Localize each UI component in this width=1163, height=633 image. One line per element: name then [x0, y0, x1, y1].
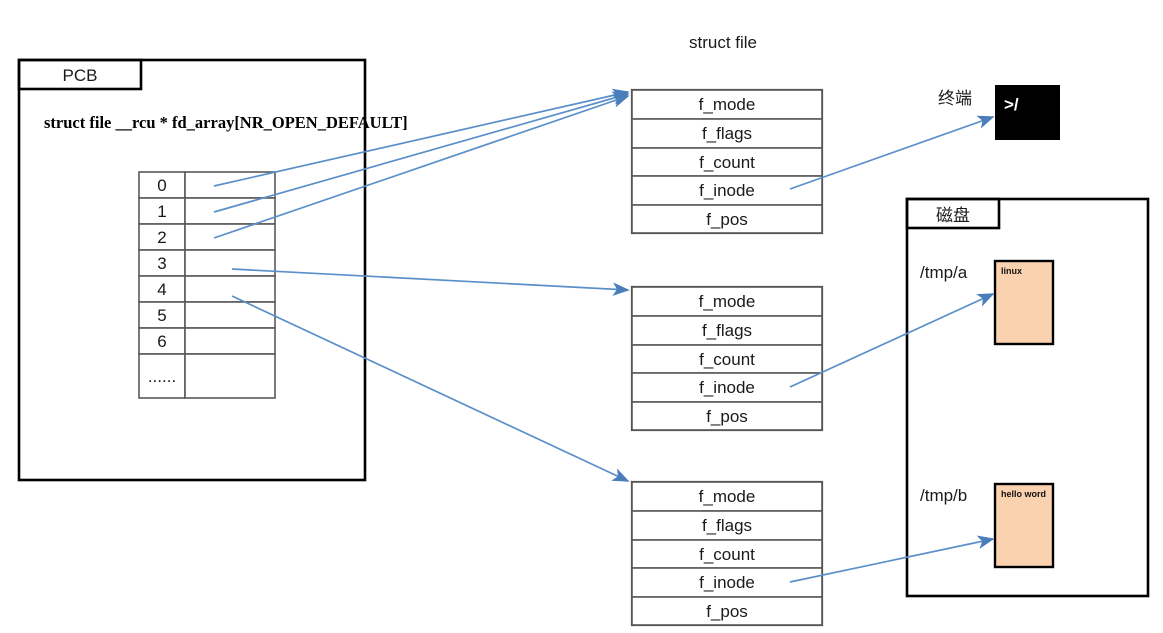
struct-file-0-field-2: f_count	[699, 153, 755, 172]
fd-index-6: 6	[157, 332, 166, 351]
fd-index-4: 4	[157, 280, 166, 299]
struct-file-table-0: f_mode f_flags f_count f_inode f_pos	[630, 88, 824, 235]
fd-row-5[interactable]: 5	[138, 301, 276, 329]
fd-row-4[interactable]: 4	[138, 275, 276, 303]
arrow-struct-file-2-inode-to-disk-file-1	[789, 535, 995, 583]
disk-file-0-path: /tmp/a	[920, 263, 968, 282]
arrow-fd1-to-struct-file-0	[213, 91, 630, 213]
struct-file-2-row-f_flags[interactable]: f_flags	[631, 510, 823, 541]
struct-file-1-field-1: f_flags	[702, 321, 752, 340]
disk-label-tab: 磁盘	[905, 197, 1001, 230]
struct-file-1-row-f_pos[interactable]: f_pos	[631, 401, 823, 431]
struct-file-1-row-f_flags[interactable]: f_flags	[631, 315, 823, 346]
struct-file-2-field-0: f_mode	[699, 487, 756, 506]
disk-file-1[interactable]: hello word	[993, 482, 1055, 569]
struct-file-2-row-f_inode[interactable]: f_inode	[631, 567, 823, 598]
disk-file-1-path: /tmp/b	[920, 486, 967, 505]
struct-file-2-field-3: f_inode	[699, 573, 755, 592]
arrow-struct-file-0-inode-to-terminal	[789, 115, 995, 190]
fd-index-3: 3	[157, 254, 166, 273]
fd-row-3[interactable]: 3	[138, 249, 276, 277]
struct-file-0-field-4: f_pos	[706, 210, 748, 229]
fd-row-6[interactable]: 6	[138, 327, 276, 355]
struct-file-1-field-2: f_count	[699, 350, 755, 369]
struct-file-1-field-0: f_mode	[699, 292, 756, 311]
disk-file-1-content: hello word	[1001, 489, 1046, 499]
pcb-box	[17, 58, 367, 482]
struct-file-1-row-f_inode[interactable]: f_inode	[631, 372, 823, 403]
struct-file-2-field-2: f_count	[699, 545, 755, 564]
disk-label: 磁盘	[936, 206, 970, 226]
struct-file-2-row-f_mode[interactable]: f_mode	[631, 481, 823, 512]
struct-file-1-row-f_count[interactable]: f_count	[631, 344, 823, 374]
struct-file-2-field-1: f_flags	[702, 516, 752, 535]
struct-file-0-row-f_flags[interactable]: f_flags	[631, 118, 823, 149]
arrow-struct-file-1-inode-to-disk-file-0	[789, 293, 995, 388]
arrow-fd3-to-struct-file-1	[231, 268, 630, 296]
fd-array-table: 0 1 2 3 4 5	[138, 171, 276, 399]
disk-file-0[interactable]: linux	[993, 259, 1055, 346]
struct-file-0-field-3: f_inode	[699, 181, 755, 200]
terminal-label: 终端	[938, 89, 972, 109]
struct-file-0-row-f_inode[interactable]: f_inode	[631, 175, 823, 206]
fd-row-1[interactable]: 1	[138, 197, 276, 225]
struct-file-2-row-f_count[interactable]: f_count	[631, 539, 823, 569]
struct-file-0-row-f_pos[interactable]: f_pos	[631, 204, 823, 234]
struct-file-0-row-f_mode[interactable]: f_mode	[631, 89, 823, 120]
terminal-window[interactable]: >/	[995, 85, 1060, 140]
struct-file-0-row-f_count[interactable]: f_count	[631, 147, 823, 177]
struct-file-0-field-1: f_flags	[702, 124, 752, 143]
fd-array-declaration: struct file __rcu * fd_array[NR_OPEN_DEF…	[44, 113, 408, 132]
disk-box	[905, 197, 1150, 598]
disk-file-0-content: linux	[1001, 266, 1022, 276]
fd-index-ellipsis: ......	[148, 367, 176, 386]
struct-file-0-field-0: f_mode	[699, 95, 756, 114]
fd-index-2: 2	[157, 228, 166, 247]
struct-file-title: struct file	[689, 33, 757, 52]
struct-file-1-field-4: f_pos	[706, 407, 748, 426]
struct-file-1-field-3: f_inode	[699, 378, 755, 397]
pcb-label: PCB	[63, 66, 98, 85]
fd-row-0[interactable]: 0	[138, 171, 276, 199]
arrow-fd4-to-struct-file-2	[231, 295, 630, 482]
struct-file-1-row-f_mode[interactable]: f_mode	[631, 286, 823, 317]
fd-index-0: 0	[157, 176, 166, 195]
fd-row-ellipsis[interactable]: ......	[138, 353, 276, 399]
struct-file-table-1: f_mode f_flags f_count f_inode f_pos	[630, 285, 824, 432]
pcb-label-tab: PCB	[17, 58, 143, 91]
fd-index-1: 1	[157, 202, 166, 221]
fd-row-2[interactable]: 2	[138, 223, 276, 251]
struct-file-2-row-f_pos[interactable]: f_pos	[631, 596, 823, 626]
fd-index-5: 5	[157, 306, 166, 325]
terminal-prompt: >/	[1004, 95, 1019, 114]
arrow-fd2-to-struct-file-0	[213, 94, 630, 239]
struct-file-2-field-4: f_pos	[706, 602, 748, 621]
arrow-fd0-to-struct-file-0	[213, 88, 630, 187]
struct-file-table-2: f_mode f_flags f_count f_inode f_pos	[630, 480, 824, 627]
